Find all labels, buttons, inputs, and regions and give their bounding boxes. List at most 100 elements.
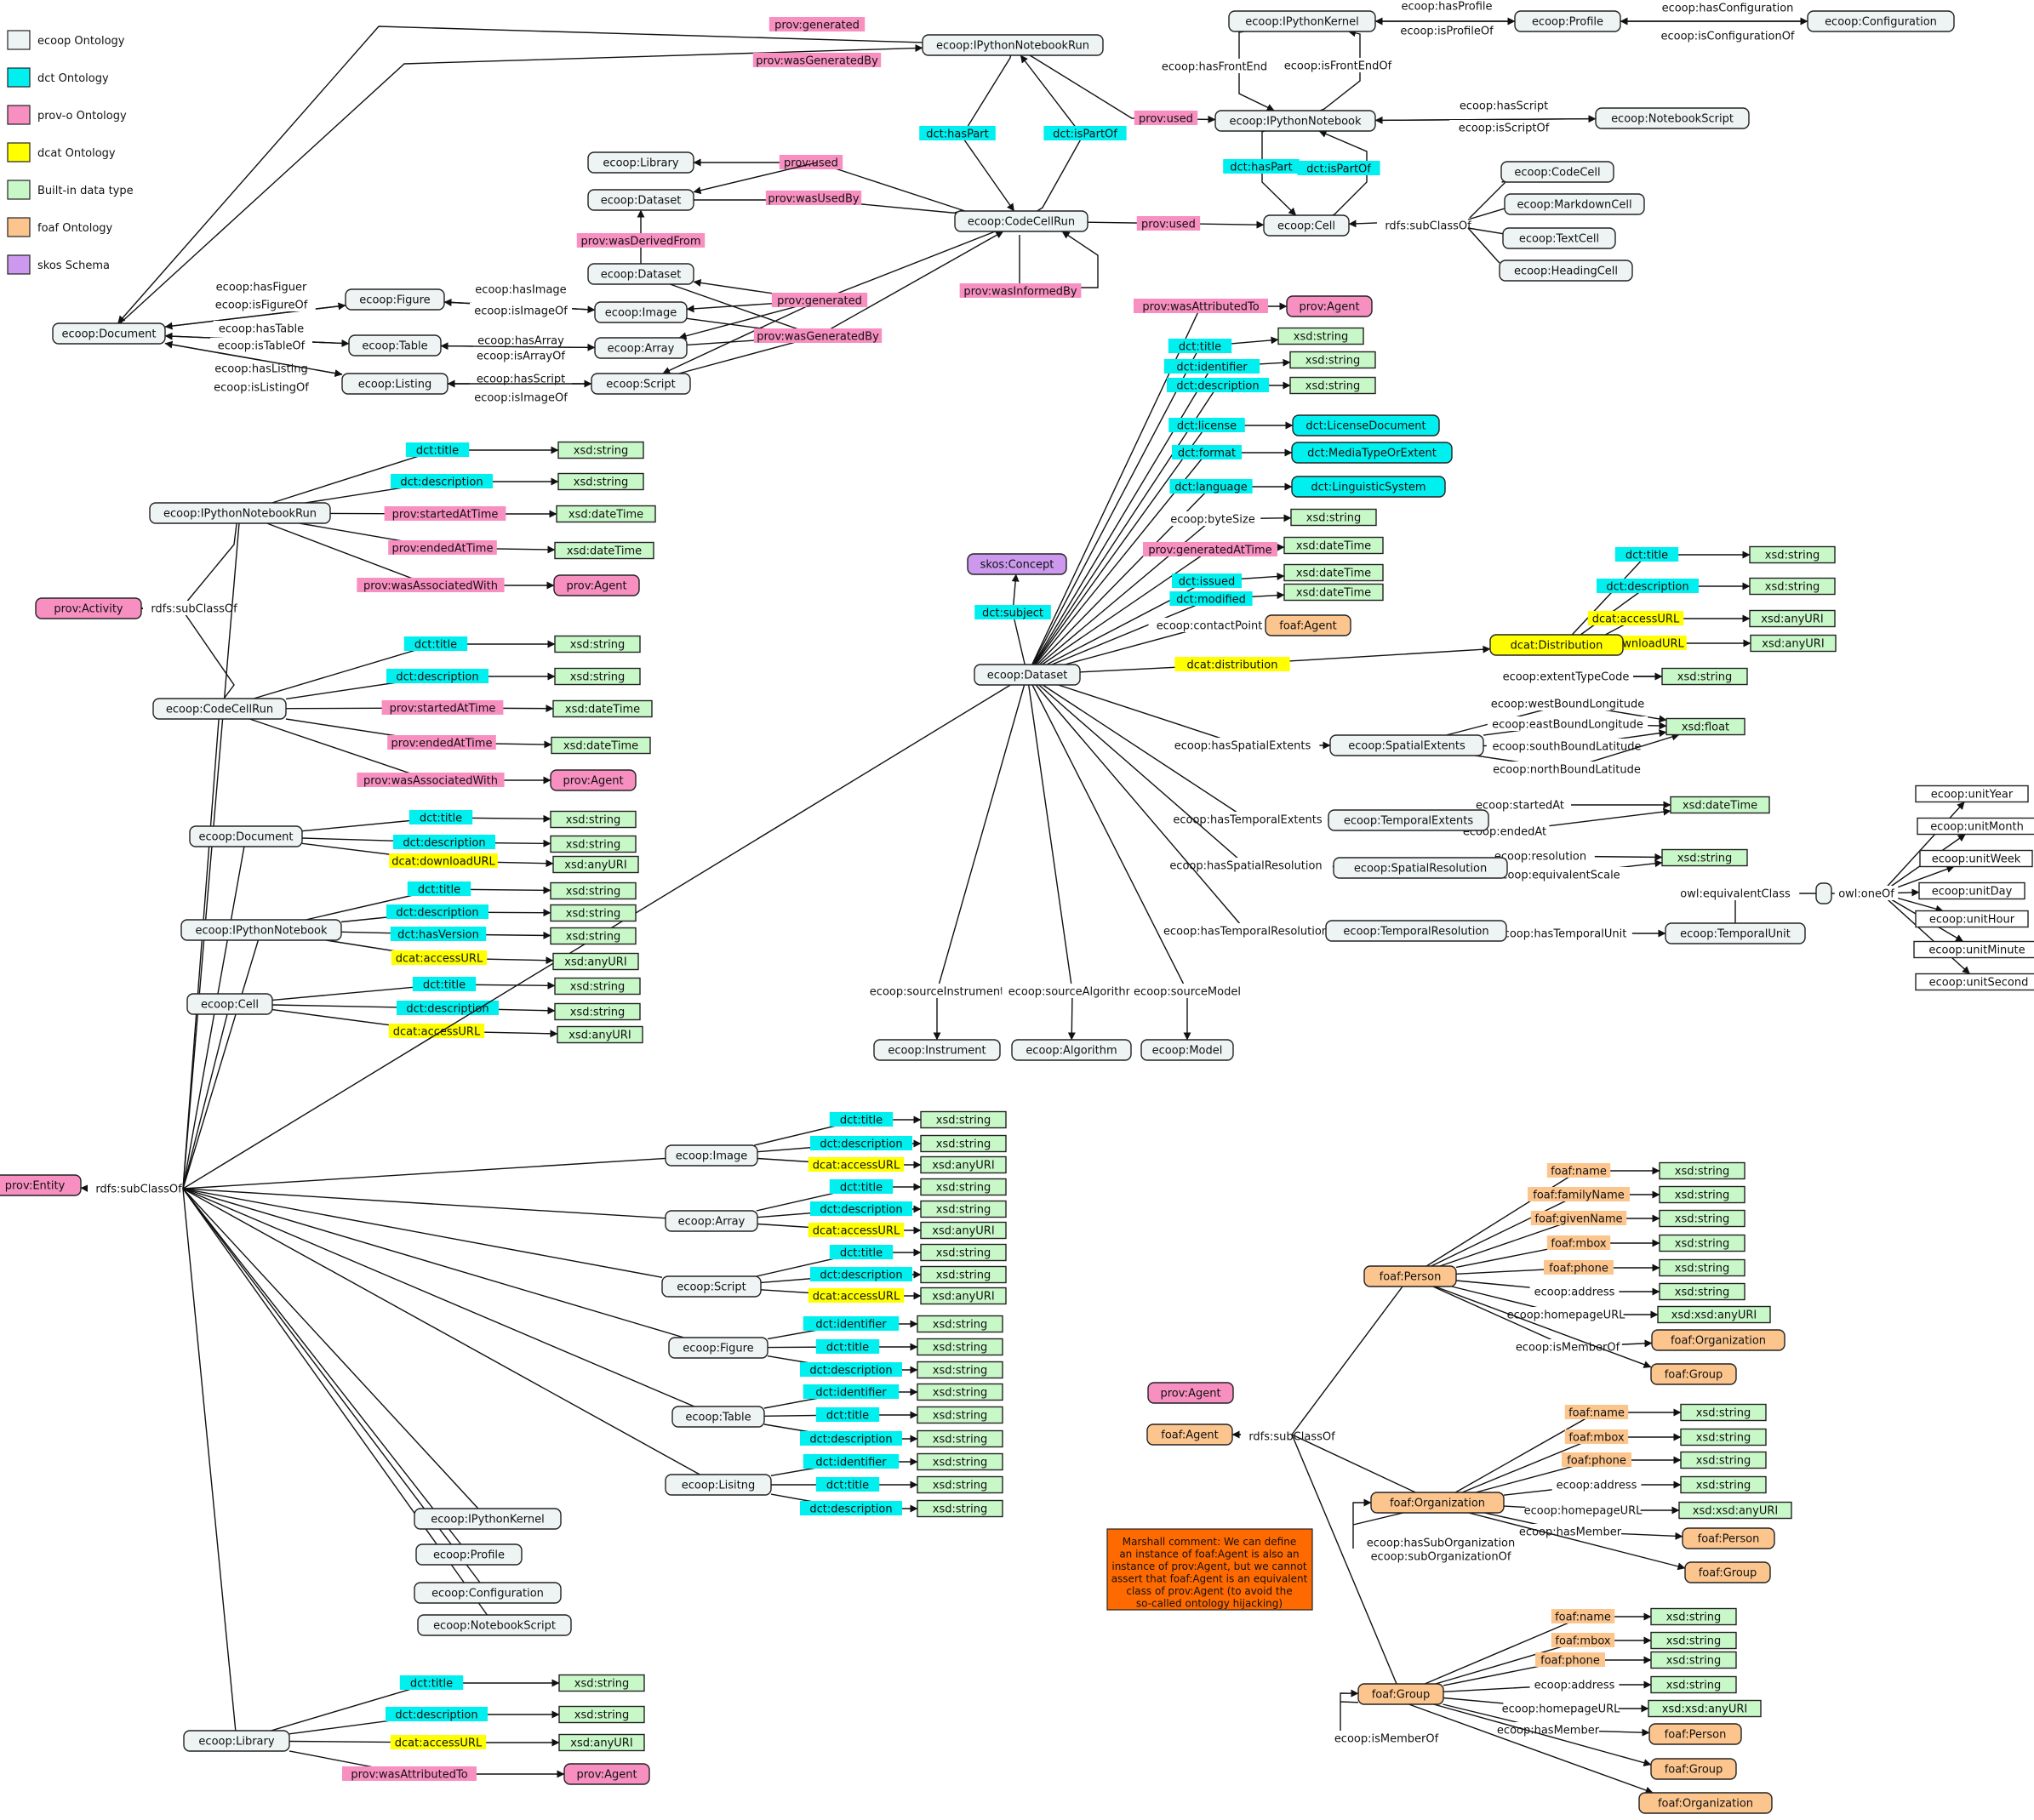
node-s2s2[interactable]: xsd:string	[920, 1265, 1007, 1284]
node-cell[interactable]: ecoop:Cell	[1263, 214, 1350, 237]
node-p7[interactable]: xsd:xsd:anyURI	[1657, 1305, 1771, 1324]
node-dsmain[interactable]: ecoop:Dataset	[974, 664, 1081, 686]
node-o4[interactable]: xsd:string	[1680, 1475, 1767, 1494]
node-ogroup[interactable]: foaf:Group	[1684, 1561, 1771, 1583]
node-uweek[interactable]: ecoop:unitWeek	[1919, 849, 2033, 868]
node-p1[interactable]: xsd:string	[1659, 1161, 1745, 1180]
node-dsA3[interactable]: xsd:string	[1289, 376, 1376, 395]
node-r2s3[interactable]: xsd:dateTime	[556, 505, 656, 523]
node-r2ag[interactable]: prov:Agent	[553, 574, 640, 596]
node-o3[interactable]: xsd:string	[1680, 1451, 1767, 1469]
node-s2s1[interactable]: xsd:string	[920, 1243, 1007, 1262]
node-uhour[interactable]: ecoop:unitHour	[1915, 910, 2029, 928]
node-array2[interactable]: ecoop:Array	[665, 1210, 758, 1232]
node-foafagent1[interactable]: foaf:Agent	[1265, 614, 1351, 636]
node-r2s4[interactable]: xsd:dateTime	[554, 541, 654, 560]
node-c2s2[interactable]: xsd:string	[554, 667, 641, 686]
node-g4[interactable]: xsd:string	[1650, 1675, 1737, 1694]
node-n2s3[interactable]: xsd:string	[550, 927, 637, 945]
node-umonth[interactable]: ecoop:unitMonth	[1917, 817, 2034, 836]
node-o2[interactable]: xsd:string	[1680, 1428, 1767, 1446]
node-i2s1[interactable]: xsd:string	[920, 1110, 1007, 1129]
node-entity[interactable]: prov:Entity	[0, 1174, 82, 1196]
node-f2s3[interactable]: xsd:string	[917, 1361, 1003, 1379]
node-n2s4[interactable]: xsd:anyURI	[552, 952, 639, 971]
node-skos[interactable]: skos:Concept	[967, 553, 1067, 575]
node-lingsys[interactable]: dct:LinguisticSystem	[1291, 476, 1446, 498]
node-nbscript2[interactable]: ecoop:NotebookScript	[417, 1614, 572, 1636]
node-porg[interactable]: foaf:Organization	[1651, 1329, 1785, 1351]
node-distr[interactable]: dcat:Distribution	[1489, 634, 1624, 656]
node-ccr2[interactable]: ecoop:CodeCellRun	[152, 698, 287, 720]
node-dataset2[interactable]: ecoop:Dataset	[587, 263, 694, 285]
node-uyear[interactable]: ecoop:unitYear	[1915, 784, 2029, 803]
node-e2s3[interactable]: xsd:anyURI	[557, 1025, 643, 1044]
node-d2s2[interactable]: xsd:string	[550, 835, 637, 853]
node-org[interactable]: foaf:Organization	[1370, 1492, 1505, 1514]
node-dsA4[interactable]: xsd:string	[1290, 508, 1377, 527]
node-xfloat[interactable]: xsd:float	[1665, 717, 1745, 736]
node-gorg[interactable]: foaf:Organization	[1638, 1792, 1773, 1814]
node-n2s1[interactable]: xsd:string	[550, 881, 637, 900]
node-ipnbrun[interactable]: ecoop:IPythonNotebookRun	[922, 34, 1104, 56]
node-i2s2[interactable]: xsd:string	[920, 1134, 1007, 1153]
node-doc2[interactable]: ecoop:Document	[189, 825, 303, 847]
node-run2[interactable]: ecoop:IPythonNotebookRun	[149, 502, 331, 524]
node-b2s3[interactable]: xsd:anyURI	[558, 1733, 645, 1752]
node-model[interactable]: ecoop:Model	[1140, 1039, 1234, 1061]
node-e2s2[interactable]: xsd:string	[554, 1002, 641, 1021]
node-profile[interactable]: ecoop:Profile	[1514, 10, 1621, 32]
node-ipnb2[interactable]: ecoop:IPythonNotebook	[180, 919, 342, 941]
node-p4[interactable]: xsd:string	[1659, 1234, 1745, 1252]
node-operson[interactable]: foaf:Person	[1682, 1527, 1775, 1549]
node-figure[interactable]: ecoop:Figure	[345, 288, 445, 311]
node-xstr[interactable]: xsd:string	[1661, 848, 1748, 867]
node-doc[interactable]: ecoop:Document	[52, 322, 166, 345]
node-person[interactable]: foaf:Person	[1363, 1265, 1457, 1287]
node-ccrun[interactable]: ecoop:CodeCellRun	[954, 210, 1088, 232]
node-agentA[interactable]: prov:Agent	[1286, 295, 1373, 317]
node-config[interactable]: ecoop:Configuration	[1807, 10, 1955, 32]
node-e2s1[interactable]: xsd:string	[554, 977, 641, 996]
node-kernel2[interactable]: ecoop:IPythonKernel	[414, 1508, 562, 1530]
node-l2s3[interactable]: xsd:string	[917, 1499, 1003, 1518]
node-gperson[interactable]: foaf:Person	[1648, 1723, 1742, 1745]
node-dsA5[interactable]: xsd:dateTime	[1283, 536, 1384, 555]
node-dsB4[interactable]: xsd:anyURI	[1750, 634, 1837, 653]
node-g3[interactable]: xsd:string	[1650, 1651, 1737, 1669]
node-l2s1[interactable]: xsd:string	[917, 1452, 1003, 1471]
node-foafagent2[interactable]: foaf:Agent	[1146, 1423, 1233, 1446]
node-d2s1[interactable]: xsd:string	[550, 810, 637, 829]
node-dsB2[interactable]: xsd:string	[1749, 577, 1836, 596]
node-script2[interactable]: ecoop:Script	[661, 1275, 762, 1298]
node-dsB1[interactable]: xsd:string	[1749, 545, 1836, 564]
node-dsA6[interactable]: xsd:dateTime	[1283, 563, 1384, 582]
node-ipnb[interactable]: ecoop:IPythonNotebook	[1214, 110, 1376, 132]
node-f2s2[interactable]: xsd:string	[917, 1338, 1003, 1356]
node-s2s3[interactable]: xsd:anyURI	[920, 1287, 1007, 1305]
node-spres[interactable]: ecoop:SpatialResolution	[1333, 857, 1508, 879]
node-library[interactable]: ecoop:Library	[587, 151, 694, 174]
node-figure2[interactable]: ecoop:Figure	[668, 1337, 768, 1359]
node-provactivity[interactable]: prov:Activity	[35, 597, 142, 619]
node-image2[interactable]: ecoop:Image	[665, 1144, 758, 1167]
node-array[interactable]: ecoop:Array	[594, 337, 688, 359]
node-tempunit[interactable]: ecoop:TemporalUnit	[1665, 922, 1806, 944]
node-c2s4[interactable]: xsd:dateTime	[551, 736, 651, 755]
node-table[interactable]: ecoop:Table	[348, 334, 442, 357]
node-t2s1[interactable]: xsd:string	[917, 1383, 1003, 1401]
node-f2s1[interactable]: xsd:string	[917, 1315, 1003, 1333]
node-o5[interactable]: xsd:xsd:anyURI	[1678, 1501, 1792, 1520]
node-headcell[interactable]: ecoop:HeadingCell	[1499, 260, 1633, 282]
node-d2s3[interactable]: xsd:anyURI	[552, 855, 639, 874]
node-i2s3[interactable]: xsd:anyURI	[920, 1155, 1007, 1174]
node-p3[interactable]: xsd:string	[1659, 1209, 1745, 1228]
node-tempext[interactable]: ecoop:TemporalExtents	[1328, 809, 1489, 831]
node-c2ag[interactable]: prov:Agent	[550, 769, 637, 791]
node-xdt[interactable]: xsd:dateTime	[1670, 796, 1770, 814]
node-c2s3[interactable]: xsd:dateTime	[552, 699, 653, 718]
node-usecond[interactable]: ecoop:unitSecond	[1915, 973, 2034, 991]
node-media[interactable]: dct:MediaTypeOrExtent	[1291, 442, 1453, 464]
node-profile2[interactable]: ecoop:Profile	[415, 1543, 523, 1566]
node-algorithm[interactable]: ecoop:Algorithm	[1011, 1039, 1132, 1061]
